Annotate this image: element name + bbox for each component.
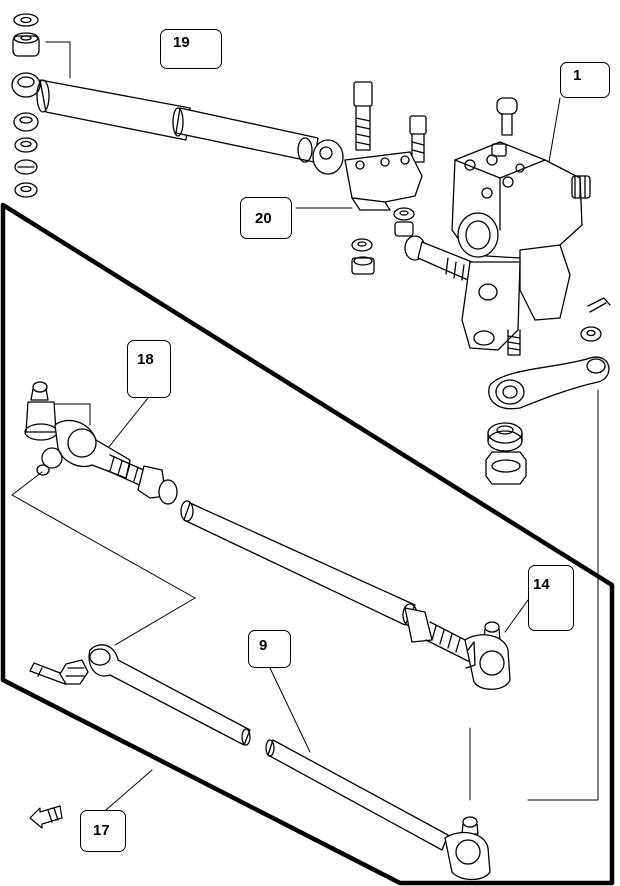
callout-part-17: 17: [80, 810, 126, 852]
center-tie-rod-tube: [180, 500, 476, 663]
callout-part-14: 14: [528, 565, 574, 631]
tie-rod-end-18: [11, 381, 196, 599]
tie-rod-end-14: [464, 599, 529, 690]
callout-part-20: 20: [240, 197, 292, 239]
lower-left-tie-rod-end: [29, 597, 251, 746]
callout-part-19: 19: [160, 29, 222, 69]
steering-damper-19: [36, 41, 344, 175]
lower-right-ball-joint: [444, 816, 491, 881]
front-direction-arrow-icon: [29, 805, 63, 829]
bracket-bolts-20: [295, 81, 473, 281]
callout-part-18: 18: [127, 340, 171, 398]
assembly-boundary-outline: [0, 202, 615, 886]
pitman-arm-assembly: [485, 297, 611, 801]
tie-rod-9: [265, 667, 471, 851]
callout-part-1: 1: [560, 62, 610, 98]
steering-gearbox-1: [451, 97, 591, 356]
leader-line-17: [105, 769, 153, 811]
damper-hardware-stack: [11, 13, 41, 198]
callout-part-9: 9: [248, 630, 291, 668]
